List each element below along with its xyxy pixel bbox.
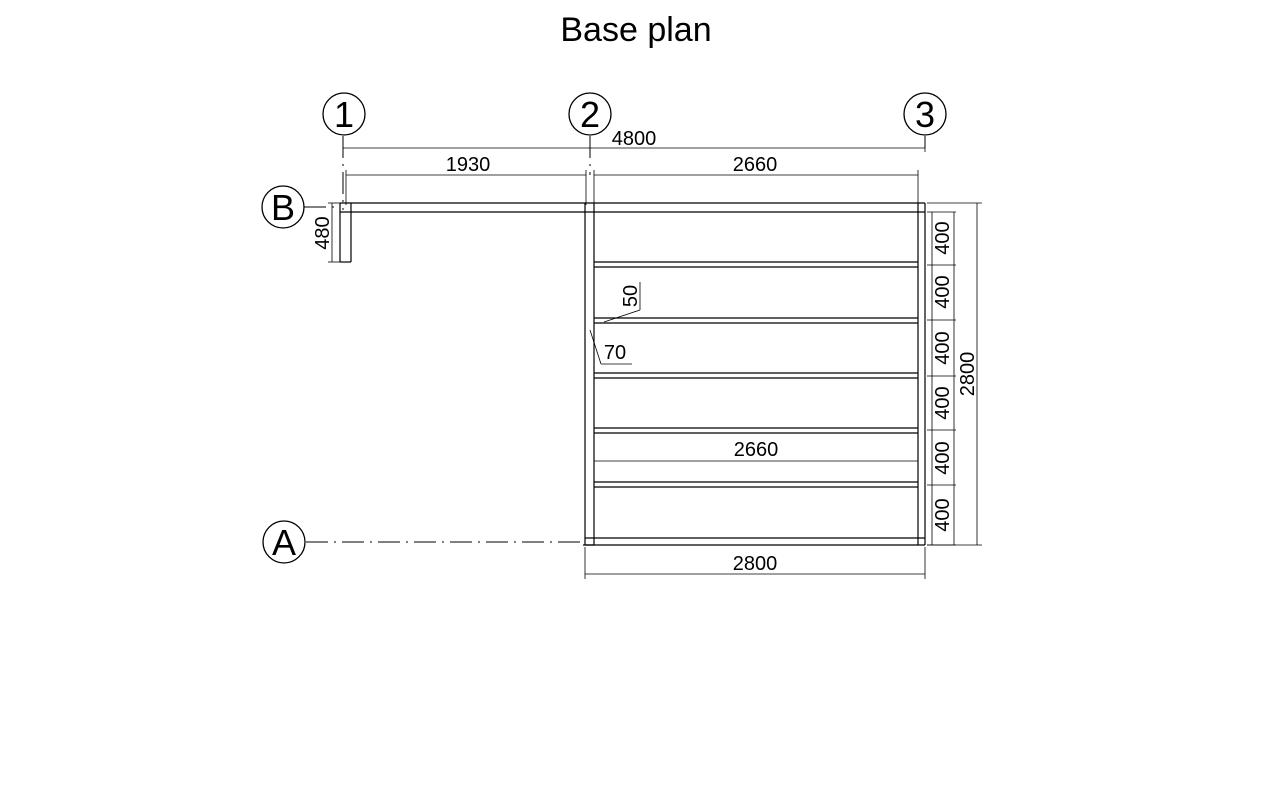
dimension-overall-right: 2800: [927, 202, 982, 546]
bottom-beam: [585, 537, 925, 546]
axis-label-1: 1: [334, 94, 354, 135]
dimension-label: 400: [932, 275, 954, 308]
page-title: Base plan: [560, 11, 711, 49]
axis-bubble-2: 2: [568, 92, 612, 136]
dimension-label: 400: [932, 498, 954, 531]
dimension-span-1-2: 1930: [345, 154, 587, 205]
dimension-label: 400: [932, 221, 954, 254]
joist: [594, 372, 918, 379]
dimension-label: 1930: [446, 154, 491, 176]
axis-label-2: 2: [580, 94, 600, 135]
dimension-span-2-3-mid: 2660: [593, 439, 919, 466]
axis-bubble-a: A: [262, 520, 306, 564]
dimension-cantilever: 480: [312, 202, 340, 263]
dimension-overall-bottom: 2800: [584, 547, 926, 579]
axis-label-a: A: [272, 522, 296, 563]
dimension-span-2-3-top: 2660: [593, 154, 919, 205]
dimension-beam-offset: 70: [589, 329, 632, 365]
axis-bubble-b: B: [261, 185, 305, 229]
top-beam: [340, 202, 925, 213]
dimension-label: 400: [932, 331, 954, 364]
dimension-label: 2660: [733, 154, 778, 176]
dimension-label: 400: [932, 386, 954, 419]
joist: [594, 481, 918, 488]
dimension-label: 2800: [733, 553, 778, 575]
axis-label-3: 3: [915, 94, 935, 135]
dimension-joist-width: 50: [603, 282, 642, 323]
cantilever-post: [339, 203, 352, 263]
dimension-label: 2800: [957, 352, 979, 397]
joist: [594, 317, 918, 324]
dimension-label: 400: [932, 441, 954, 474]
dimension-label: 480: [312, 216, 334, 249]
axis-label-b: B: [271, 187, 295, 228]
axis-bubble-3: 3: [903, 92, 947, 136]
right-beam: [917, 203, 926, 545]
dimension-overall-top: 4800: [342, 128, 926, 152]
dimension-label: 2660: [734, 439, 779, 461]
joist: [594, 261, 918, 268]
axis-bubble-1: 1: [322, 92, 366, 136]
dimension-label: 70: [604, 342, 626, 364]
joist: [594, 427, 918, 434]
dimension-label: 50: [620, 285, 642, 307]
dimension-label: 4800: [612, 128, 657, 150]
dimension-joist-spacing: 400 400 400 400 400 400: [927, 211, 956, 546]
left-beam: [583, 203, 595, 546]
